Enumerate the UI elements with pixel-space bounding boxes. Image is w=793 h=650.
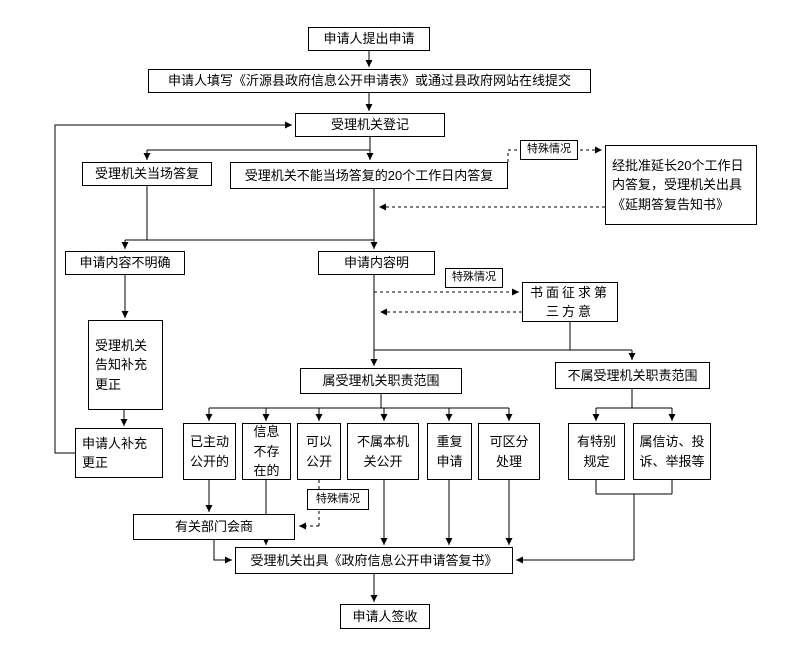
node-can-disclose: 可以公开 [297, 423, 341, 480]
node-special-case-2: 特殊情况 [445, 268, 503, 288]
node-info-not-exist: 信息不存在的 [242, 423, 291, 480]
node-onspot-reply: 受理机关当场答复 [82, 162, 212, 186]
node-department-consult: 有关部门会商 [133, 514, 295, 540]
solid-connectors [54, 51, 676, 602]
node-notify-supplement: 受理机关告知补充更正 [88, 320, 163, 410]
node-fill-form: 申请人填写《沂源县政府信息公开申请表》或通过县政府网站在线提交 [148, 69, 591, 93]
node-extend-reply: 经批准延长20个工作日内答复，受理机关出具《延期答复告知书》 [605, 145, 757, 225]
node-out-of-scope: 不属受理机关职责范围 [555, 362, 710, 389]
node-third-party-consult: 书面征求第三方意 [522, 282, 618, 322]
node-register: 受理机关登记 [295, 113, 445, 137]
dashed-connectors [299, 146, 605, 530]
node-petition-complaint: 属信访、投诉、举报等 [633, 423, 711, 480]
node-content-clear: 申请内容明 [318, 251, 435, 275]
node-reply-document: 受理机关出具《政府信息公开申请答复书》 [235, 547, 513, 574]
node-start: 申请人提出申请 [308, 27, 430, 51]
node-in-scope: 属受理机关职责范围 [300, 368, 462, 394]
node-special-provision: 有特别规定 [568, 423, 625, 480]
node-applicant-supplement: 申请人补充更正 [75, 428, 163, 478]
node-repeat-apply: 重复申请 [427, 423, 472, 480]
node-partial-disclose: 可区分处理 [478, 423, 540, 480]
node-applicant-sign: 申请人签收 [340, 604, 430, 629]
node-content-unclear: 申请内容不明确 [65, 251, 185, 275]
node-not-this-authority: 不属本机关公开 [347, 423, 419, 480]
node-already-public: 已主动公开的 [183, 423, 236, 480]
node-reply-20days: 受理机关不能当场答复的20个工作日内答复 [230, 162, 508, 189]
node-special-case-3: 特殊情况 [307, 489, 369, 510]
node-special-case-1: 特殊情况 [520, 140, 578, 160]
